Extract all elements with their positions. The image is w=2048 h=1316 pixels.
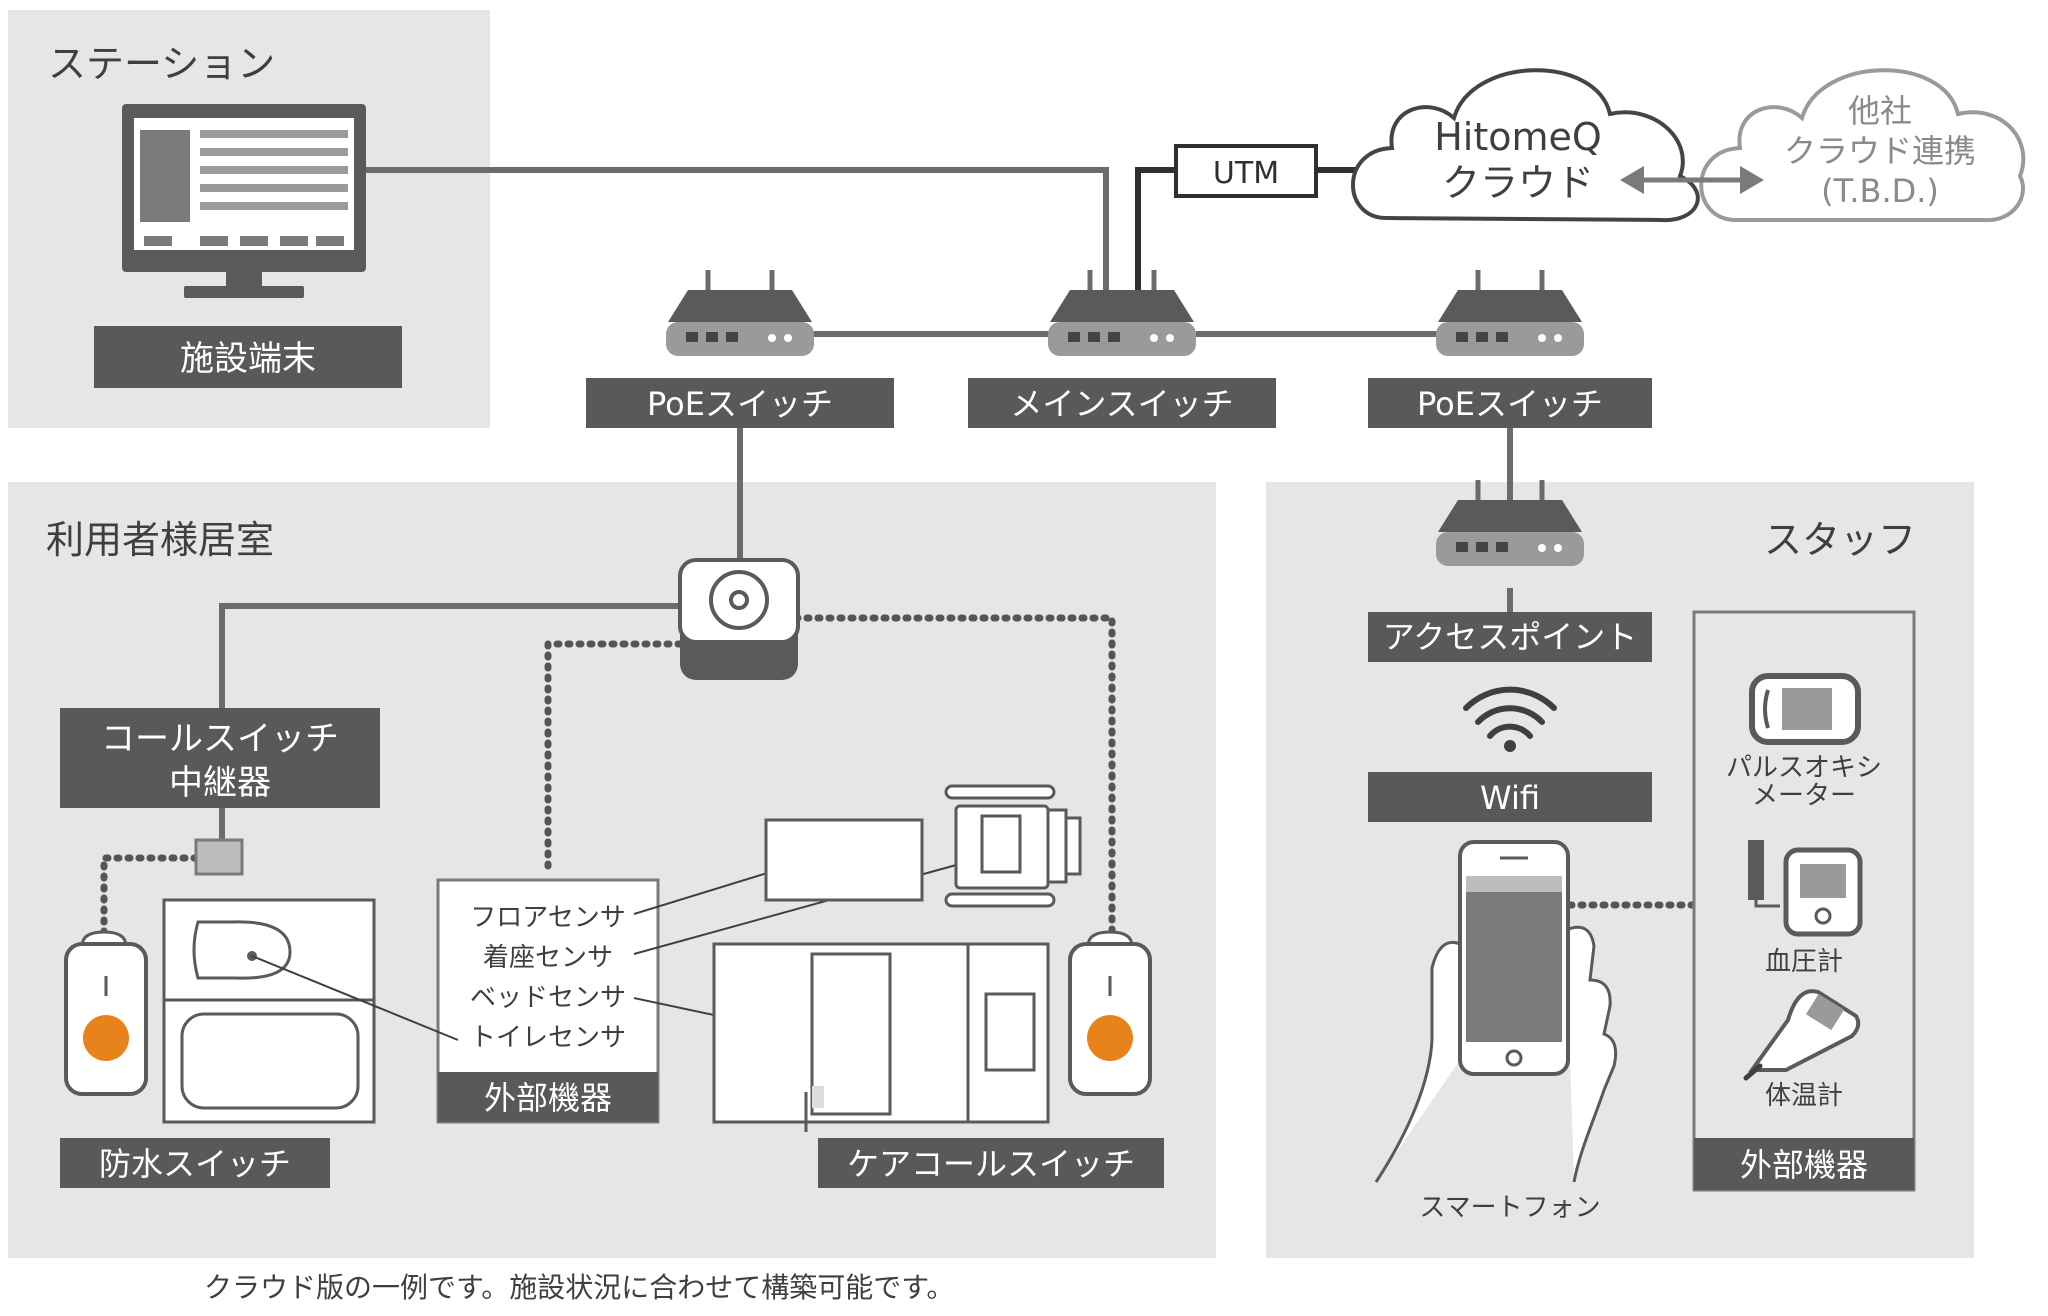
bathroom-icon bbox=[162, 898, 376, 1124]
svg-text:防水スイッチ: 防水スイッチ bbox=[99, 1145, 291, 1183]
svg-text:(T.B.D.): (T.B.D.) bbox=[1821, 172, 1939, 210]
floor-sensor-mat-icon bbox=[764, 818, 924, 902]
sensor-toilet: トイレセンサ bbox=[470, 1023, 626, 1053]
call-switch-relay-label: コールスイッチ 中継器 bbox=[60, 708, 380, 808]
thermometer-label: 体温計 bbox=[1765, 1081, 1843, 1111]
sensor-floor: フロアセンサ bbox=[470, 903, 625, 933]
poe-switch-right-icon bbox=[1436, 270, 1584, 356]
svg-text:外部機器: 外部機器 bbox=[1740, 1146, 1868, 1184]
waterproof-switch-icon bbox=[64, 930, 148, 1096]
svg-text:HitomeQ: HitomeQ bbox=[1434, 115, 1602, 159]
utm-connections bbox=[1135, 167, 1356, 290]
hitomeq-cloud-icon: HitomeQ クラウド bbox=[1351, 68, 1700, 223]
svg-text:Wifi: Wifi bbox=[1480, 779, 1540, 817]
seat-sensor-icon bbox=[944, 784, 1082, 908]
staff-external-devices-label: 外部機器 bbox=[1694, 1138, 1914, 1190]
blood-pressure-monitor-icon bbox=[1748, 840, 1863, 937]
wifi-icon bbox=[1463, 686, 1557, 752]
access-point-icon bbox=[1436, 480, 1584, 566]
svg-text:他社: 他社 bbox=[1848, 92, 1912, 130]
pulse-oximeter-icon bbox=[1749, 673, 1861, 745]
facility-terminal-label: 施設端末 bbox=[94, 326, 402, 388]
relay-connector-icon bbox=[194, 838, 244, 876]
bidirectional-arrow-icon bbox=[1620, 166, 1764, 194]
svg-text:コールスイッチ: コールスイッチ bbox=[101, 719, 339, 759]
other-cloud-icon: 他社 クラウド連携 (T.B.D.) bbox=[1699, 68, 2026, 223]
sensor-bed: ベッドセンサ bbox=[470, 983, 626, 1013]
svg-text:クラウド連携: クラウド連携 bbox=[1784, 132, 1976, 170]
thermometer-icon bbox=[1743, 989, 1861, 1081]
svg-text:外部機器: 外部機器 bbox=[484, 1079, 612, 1117]
wired-connections bbox=[219, 167, 1513, 840]
sensor-seat: 着座センサ bbox=[483, 943, 613, 973]
svg-text:メインスイッチ: メインスイッチ bbox=[1010, 385, 1233, 423]
smartphone-icon bbox=[1374, 840, 1618, 1183]
svg-text:中継器: 中継器 bbox=[169, 763, 271, 803]
svg-text:UTM: UTM bbox=[1213, 156, 1279, 191]
staff-title: スタッフ bbox=[1764, 518, 1916, 562]
poe-switch-left-label: PoEスイッチ bbox=[586, 378, 894, 428]
monitor-icon bbox=[122, 104, 366, 298]
poe-switch-left-icon bbox=[666, 270, 814, 356]
footnote: クラウド版の一例です。施設状況に合わせて構築可能です。 bbox=[204, 1271, 954, 1304]
svg-text:PoEスイッチ: PoEスイッチ bbox=[1417, 385, 1603, 423]
pulse-oximeter-label-line2: メーター bbox=[1752, 781, 1856, 811]
ceiling-sensor-icon bbox=[678, 558, 800, 680]
resident-room-title: 利用者様居室 bbox=[46, 518, 274, 562]
bed-icon bbox=[712, 942, 1050, 1132]
poe-switch-right-label: PoEスイッチ bbox=[1368, 378, 1652, 428]
svg-text:アクセスポイント: アクセスポイント bbox=[1383, 618, 1637, 656]
main-switch-label: メインスイッチ bbox=[968, 378, 1276, 428]
care-call-switch-label: ケアコールスイッチ bbox=[818, 1138, 1164, 1188]
blood-pressure-label: 血圧計 bbox=[1765, 947, 1843, 977]
smartphone-label: スマートフォン bbox=[1419, 1193, 1600, 1223]
svg-text:ケアコールスイッチ: ケアコールスイッチ bbox=[847, 1145, 1135, 1183]
station-title: ステーション bbox=[48, 42, 275, 86]
waterproof-switch-label: 防水スイッチ bbox=[60, 1138, 330, 1188]
main-switch-icon bbox=[1048, 270, 1196, 356]
dotted-connections bbox=[100, 614, 1696, 939]
access-point-label: アクセスポイント bbox=[1368, 612, 1652, 662]
svg-text:施設端末: 施設端末 bbox=[180, 339, 316, 379]
pulse-oximeter-label-line1: パルスオキシ bbox=[1726, 753, 1882, 783]
external-sensors-box: 外部機器 bbox=[436, 878, 660, 1124]
wifi-label: Wifi bbox=[1368, 772, 1652, 822]
care-call-switch-icon bbox=[1068, 930, 1152, 1096]
svg-text:クラウド: クラウド bbox=[1442, 161, 1594, 205]
utm-box: UTM bbox=[1174, 144, 1318, 198]
svg-text:PoEスイッチ: PoEスイッチ bbox=[647, 385, 833, 423]
